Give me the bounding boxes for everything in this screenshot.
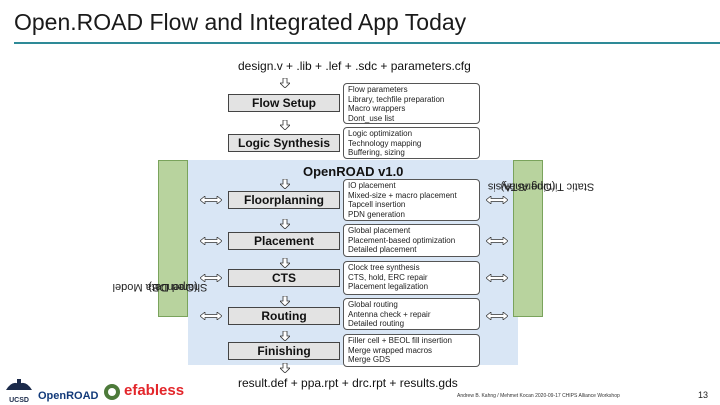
stage-routing: Routing: [228, 307, 340, 325]
ucsd-emblem-icon: [6, 379, 32, 390]
down-arrow-icon: [280, 219, 290, 229]
bidirectional-arrow-icon: [486, 312, 508, 320]
down-arrow-icon: [280, 363, 290, 373]
bidirectional-arrow-icon: [200, 237, 222, 245]
bidirectional-arrow-icon: [486, 274, 508, 282]
efabless-emblem-icon: [104, 384, 120, 400]
down-arrow-icon: [280, 331, 290, 341]
stage-placement: Placement: [228, 232, 340, 250]
bidirectional-arrow-icon: [486, 237, 508, 245]
down-arrow-icon: [280, 78, 290, 88]
down-arrow-icon: [280, 120, 290, 130]
stage-floorplanning: Floorplanning: [228, 191, 340, 209]
static-timing-analysis-bar: Static Timing Analysis(OpenSTA): [487, 160, 595, 317]
slide-title: Open.ROAD Flow and Integrated App Today: [14, 9, 467, 35]
openroad-logo: OpenROAD: [38, 390, 99, 402]
static-timing-analysis-label: Static Timing Analysis(OpenSTA): [487, 179, 595, 192]
stage-flow-setup: Flow Setup: [228, 94, 340, 112]
bidirectional-arrow-icon: [200, 196, 222, 204]
shared-data-model-label: Shared Data Model(OpenDB): [112, 280, 208, 293]
stage-logic-synthesis: Logic Synthesis: [228, 134, 340, 152]
down-arrow-icon: [280, 258, 290, 268]
bidirectional-arrow-icon: [200, 274, 222, 282]
bidirectional-arrow-icon: [200, 312, 222, 320]
flow-input: design.v + .lib + .lef + .sdc + paramete…: [238, 59, 471, 73]
title-rule: [14, 42, 720, 44]
flow-output: result.def + ppa.rpt + drc.rpt + results…: [238, 376, 458, 390]
ucsd-logo: UCSD: [4, 378, 34, 404]
bidirectional-arrow-icon: [486, 196, 508, 204]
openroad-section-title: OpenROAD v1.0: [303, 164, 404, 179]
shared-data-model-bar: Shared Data Model(OpenDB): [112, 160, 208, 317]
down-arrow-icon: [280, 296, 290, 306]
stage-finishing: Finishing: [228, 342, 340, 360]
page-number: 13: [698, 390, 709, 400]
stage-cts: CTS: [228, 269, 340, 287]
down-arrow-icon: [280, 179, 290, 189]
slide-footer: Andrew B. Kahng / Mehmet Kocan 2020-09-1…: [457, 393, 620, 399]
efabless-logo: efabless: [103, 381, 195, 403]
